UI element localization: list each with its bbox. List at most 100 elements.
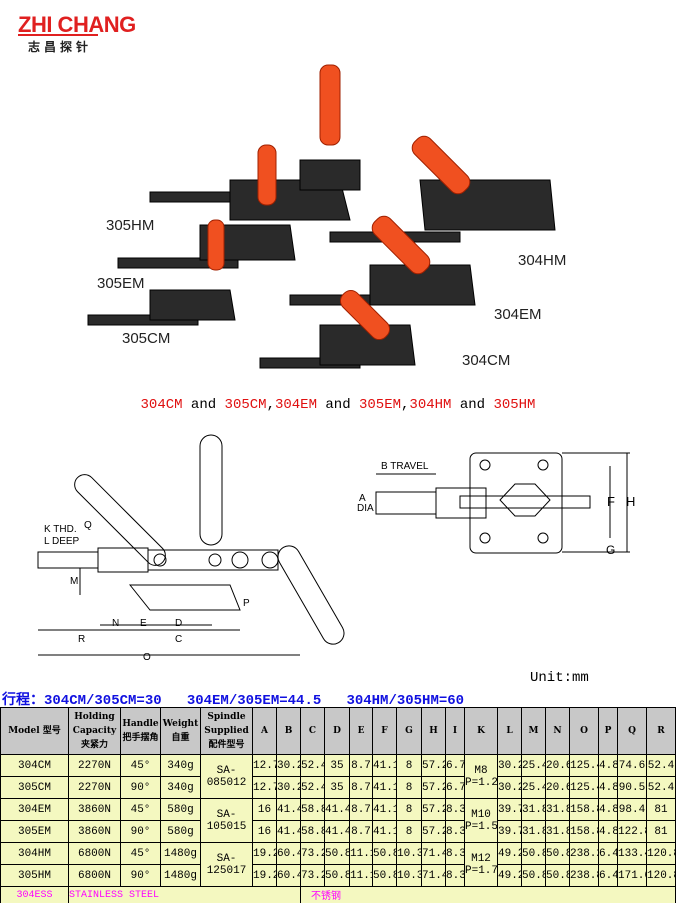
column-header: Handle 把手摆角 — [120, 707, 161, 755]
table-cell: 39.7 — [497, 798, 522, 821]
table-cell: 8 — [396, 820, 422, 843]
table-cell: 39.7 — [497, 820, 522, 843]
column-header: N — [545, 707, 570, 755]
table-cell: 3860N — [68, 820, 121, 843]
label-n: N — [112, 618, 120, 629]
table-cell: 31.8 — [545, 798, 570, 821]
column-header: P — [598, 707, 618, 755]
label-p: P — [243, 598, 250, 609]
table-cell: 6.7 — [445, 776, 465, 799]
column-header: H — [421, 707, 446, 755]
table-cell: 125.4 — [569, 776, 599, 799]
unit-label: Unit:mm — [530, 670, 589, 686]
table-cell: 50.8 — [324, 864, 350, 887]
table-cell: 52.4 — [300, 754, 325, 777]
table-cell: 8.7 — [349, 820, 373, 843]
handle-305HM — [319, 64, 341, 146]
label-a: A — [359, 493, 366, 504]
logo-subtitle: 志昌探针 — [28, 40, 93, 54]
label-f: F — [607, 494, 615, 509]
table-cell: 50.8 — [521, 864, 546, 887]
table-cell: 52.4 — [300, 776, 325, 799]
table-cell: 90° — [120, 776, 161, 799]
column-header: M — [521, 707, 546, 755]
table-cell: 45° — [120, 754, 161, 777]
caption-model: 304CM — [140, 397, 183, 413]
logo: ZHI CHANG — [18, 12, 136, 37]
table-cell: 6800N — [68, 864, 121, 887]
table-cell: 50.8 — [372, 864, 397, 887]
table-cell: 1480g — [160, 842, 201, 865]
table-cell: 50.8 — [324, 842, 350, 865]
table-cell: 305CM — [0, 776, 69, 799]
table-cell: 50.8 — [372, 842, 397, 865]
table-cell: 238.8 — [569, 864, 599, 887]
table-cell: 8.7 — [349, 798, 373, 821]
label-b-travel: B TRAVEL — [381, 461, 429, 472]
table-cell: 4.8 — [598, 798, 618, 821]
label-c: C — [175, 634, 183, 645]
table-cell: 16 — [252, 798, 277, 821]
column-header: G — [396, 707, 422, 755]
caption-model: 305EM — [359, 397, 402, 413]
table-cell: 305HM — [0, 864, 69, 887]
table-cell: 304EM — [0, 798, 69, 821]
label-d: D — [175, 618, 183, 629]
table-row: 304CM2270N45°340gSA-08501212.730.252.435… — [0, 754, 676, 799]
clamp-handles — [207, 64, 471, 341]
label-l-deep: L DEEP — [44, 536, 80, 547]
table-cell: 1480g — [160, 864, 201, 887]
label-305CM: 305CM — [122, 330, 171, 347]
table-cell: 52.4 — [646, 754, 676, 777]
label-q: Q — [84, 520, 92, 531]
merged-cell: SA-125017 — [200, 842, 253, 887]
table-cell: 81 — [646, 798, 676, 821]
table-cell: 19.2 — [252, 864, 277, 887]
table-cell: 158.8 — [569, 820, 599, 843]
table-cell: 10.3 — [396, 864, 422, 887]
table-cell: 41.1 — [372, 754, 397, 777]
table-cell: 171.6 — [617, 864, 647, 887]
table-cell: 4.8 — [598, 754, 618, 777]
table-cell: 133.4 — [617, 842, 647, 865]
product-photo — [87, 64, 556, 369]
table-cell: 90.5 — [617, 776, 647, 799]
table-cell: 31.8 — [545, 820, 570, 843]
table-cell: 8.3 — [445, 842, 465, 865]
table-cell: 31.8 — [521, 798, 546, 821]
table-cell: 2270N — [68, 776, 121, 799]
table-cell: 8.3 — [445, 798, 465, 821]
table-cell: 6.7 — [445, 754, 465, 777]
table-cell: 20.6 — [545, 754, 570, 777]
label-305HM: 305HM — [106, 217, 155, 234]
table-cell: 57.2 — [421, 776, 446, 799]
table-cell: 41.1 — [372, 798, 397, 821]
merged-cell: SA-085012 — [200, 754, 253, 799]
table-cell: 3860N — [68, 798, 121, 821]
merged-cell: M10 P=1.5 — [464, 798, 498, 843]
table-cell: 57.2 — [421, 754, 446, 777]
side-view-diagram — [37, 434, 345, 656]
table-cell: 58.8 — [300, 820, 325, 843]
table-cell: 20.6 — [545, 776, 570, 799]
column-header: O — [569, 707, 599, 755]
column-header: L — [497, 707, 522, 755]
column-header: K — [464, 707, 498, 755]
column-header: Weight 自重 — [160, 707, 201, 755]
footer-model: 304ESS — [0, 886, 69, 903]
table-cell: 50.8 — [545, 842, 570, 865]
table-cell: 57.2 — [421, 798, 446, 821]
label-dia: DIA — [357, 503, 374, 514]
table-cell: 6.4 — [598, 864, 618, 887]
merged-cell: M8 P=1.25 — [464, 754, 498, 799]
table-cell: 49.2 — [497, 842, 522, 865]
column-header: Model 型号 — [0, 707, 69, 755]
table-cell: 12.7 — [252, 754, 277, 777]
table-cell: 60.4 — [276, 864, 301, 887]
table-cell: 11.1 — [349, 842, 373, 865]
table-cell: 41.4 — [324, 798, 350, 821]
table-cell: 35 — [324, 754, 350, 777]
stroke-title: 行程：304CM/305CM=30 304EM/305EM=44.5 304HM… — [2, 693, 465, 709]
table-cell: 25.4 — [521, 754, 546, 777]
